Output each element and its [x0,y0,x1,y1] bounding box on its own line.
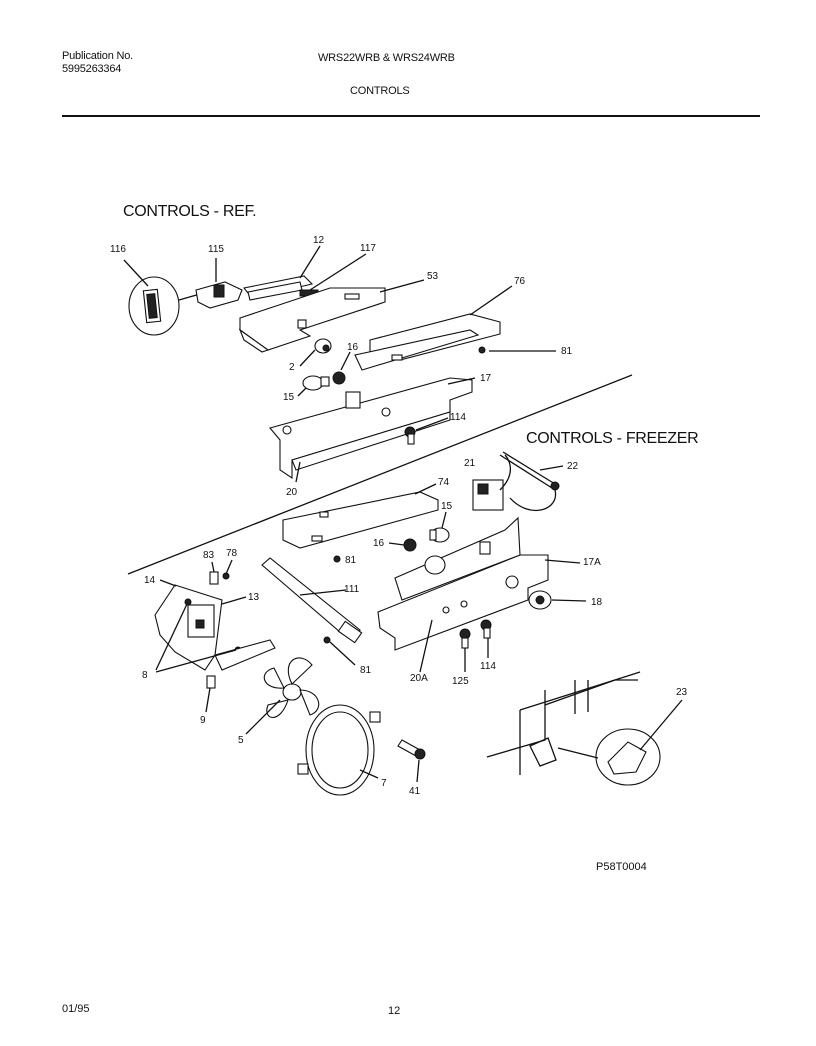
callout-116: 116 [110,244,126,255]
part-14-fan-bracket [154,584,223,671]
publication-number: 5995263364 [62,63,122,75]
part-15-bulb-freezer [429,527,450,543]
part-114-knob-freezer [480,619,492,639]
date-code: 01/95 [62,1003,90,1015]
callout-117: 117 [360,243,376,254]
publication-label: Publication No. [62,50,133,62]
callout-15-ref: 15 [283,392,295,403]
part-16-socket [332,371,346,385]
part-12-light-shield [243,275,319,301]
callout-76: 76 [514,276,526,287]
callout-23: 23 [676,687,688,698]
part-22-sensor-tube [499,451,560,512]
part-18-knob [528,590,552,610]
callout-53: 53 [427,271,439,282]
part-5-fan-blade [263,657,320,719]
part-76-cover [354,313,501,371]
part-13-fan-motor [184,598,276,671]
part-2-knob [314,338,332,354]
callout-14: 14 [144,575,156,586]
callout-81-freezer-top: 81 [345,555,357,566]
callout-2: 2 [289,362,295,373]
callout-15-freezer: 15 [441,501,453,512]
part-7-fan-shroud [297,704,381,796]
part-81-screw-ref [478,346,486,354]
callout-125: 125 [452,676,469,687]
header-rule [62,115,760,117]
section-title: CONTROLS [350,85,410,97]
part-17A-control-housing [377,516,549,651]
part-callouts: 116 115 12 117 53 76 2 16 81 15 17 114 2… [110,235,688,797]
callout-20A: 20A [410,673,428,684]
part-125-knob [459,628,471,649]
part-53-housing [238,287,386,353]
callout-21: 21 [464,458,476,469]
callout-22: 22 [567,461,579,472]
callout-81-ref: 81 [561,346,573,357]
callout-17A: 17A [583,557,601,568]
callout-8: 8 [142,670,148,681]
page-number: 12 [388,1005,401,1017]
part-8-9-fasteners [206,675,216,689]
model-number: WRS22WRB & WRS24WRB [318,52,455,64]
part-111-bracket [261,557,363,644]
callout-16-freezer: 16 [373,538,385,549]
part-41-screw [397,739,426,760]
callout-5: 5 [238,735,244,746]
callout-115: 115 [208,244,224,255]
callout-81-freezer-bottom: 81 [360,665,372,676]
part-115-bracket [195,281,243,309]
part-114-thermostat-knob [404,426,416,445]
callout-114-freezer: 114 [480,661,496,672]
part-16-socket-freezer [403,538,417,552]
part-17-control-housing [269,377,473,480]
section-divider [127,374,633,575]
drawing-code: P58T0004 [596,861,647,873]
caption-controls-freezer: CONTROLS - FREEZER [526,430,699,447]
callout-9: 9 [200,715,206,726]
callout-74: 74 [438,477,450,488]
part-74-cover [282,491,439,549]
callout-83: 83 [203,550,215,561]
part-21-thermostat [472,454,512,511]
part-23-cabinet-detail [486,671,661,786]
callout-17: 17 [480,373,492,384]
callout-111: 111 [344,584,360,595]
callout-114-ref: 114 [450,412,466,423]
callout-7: 7 [381,778,387,789]
callout-13: 13 [248,592,260,603]
part-81-screws-freezer [323,555,341,644]
callout-18: 18 [591,597,603,608]
callout-12: 12 [313,235,325,246]
part-15-bulb [302,375,330,391]
caption-controls-ref: CONTROLS - REF. [123,203,257,220]
callout-16: 16 [347,342,359,353]
callout-78: 78 [226,548,238,559]
callout-41: 41 [409,786,421,797]
callout-20: 20 [286,487,298,498]
part-116-gasket-detail [128,276,201,336]
